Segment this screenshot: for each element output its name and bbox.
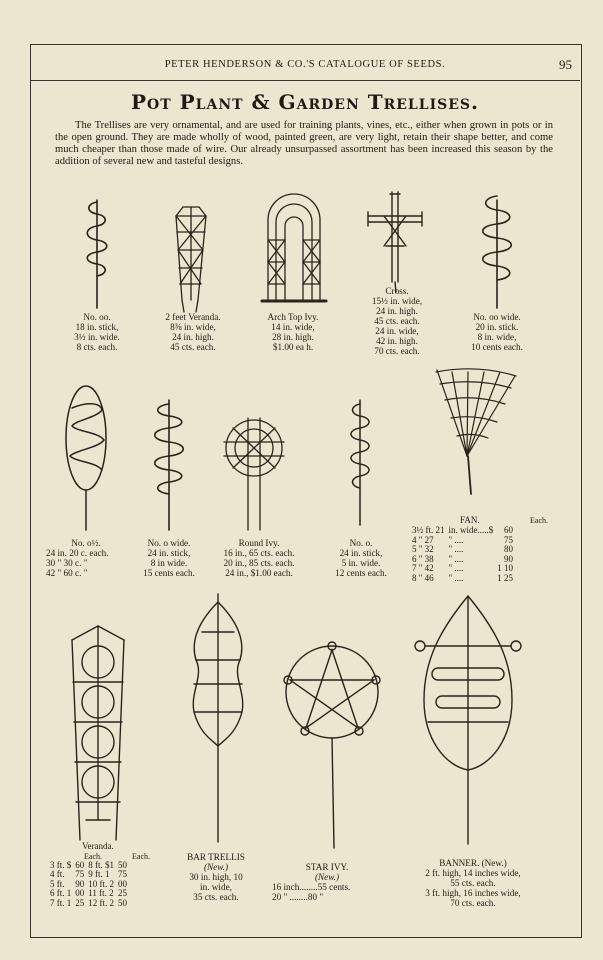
caption-star-ivy: STAR IVY. (New.) 16 inch........55 cents… <box>272 862 351 902</box>
table-row: 7 " 42" ....1 10 <box>412 563 513 574</box>
page-number: 95 <box>559 57 572 72</box>
caption-bar-trellis: BAR TRELLIS (New.) 30 in. high, 10 in. w… <box>187 852 245 902</box>
trellis-star-ivy-illustration <box>283 641 381 849</box>
catalogue-title: PETER HENDERSON & CO.'S CATALOGUE OF SEE… <box>164 59 446 70</box>
intro-paragraph: The Trellises are very ornamental, and a… <box>55 120 553 167</box>
caption-no-0: No. o. 24 in. stick, 5 in. wide. 12 cent… <box>335 538 387 578</box>
table-row: 5 " 32" ....80 <box>412 544 513 555</box>
caption-no-0-half: No. o½. 24 in. 20 c. each. 30 " 30 c. " … <box>46 538 109 578</box>
table-row: 4 " 27" ....75 <box>412 534 513 545</box>
table-row: 6 " 38" ....90 <box>412 553 513 564</box>
trellis-no-0-wide-illustration <box>153 399 185 531</box>
caption-no-oo: No. oo. 18 in. stick, 3½ in. wide. 8 cts… <box>74 312 120 352</box>
caption-veranda-2ft: 2 feet Veranda. 8⅜ in. wide, 24 in. high… <box>165 312 221 352</box>
trellis-no-0-illustration <box>350 399 370 526</box>
trellis-fan-illustration <box>435 368 517 495</box>
trellis-banner-illustration <box>414 595 522 845</box>
table-row: 8 " 46" ....1 25 <box>412 572 513 583</box>
trellis-no-oo-wide-illustration <box>481 195 513 309</box>
trellis-round-ivy-illustration <box>223 417 285 531</box>
section-heading: Pot Plant & Garden Trellises. <box>131 90 479 114</box>
caption-arch-top: Arch Top Ivy. 14 in. wide, 28 in. high. … <box>267 312 319 352</box>
caption-cross: Cross. 15½ in. wide, 24 in. high. 45 cts… <box>371 286 423 356</box>
trellis-veranda-2ft-illustration <box>175 206 207 313</box>
trellis-arch-top-illustration <box>260 193 328 303</box>
running-header: PETER HENDERSON & CO.'S CATALOGUE OF SEE… <box>30 52 580 81</box>
trellis-no-oo-illustration <box>86 199 108 309</box>
caption-banner: BANNER. (New.) 2 ft. high, 14 inches wid… <box>425 858 521 908</box>
caption-no-0-wide: No. o wide. 24 in. stick, 8 in wide. 15 … <box>143 538 195 578</box>
trellis-veranda-illustration <box>71 625 125 841</box>
caption-no-oo-wide: No. oo wide. 20 in. stick. 8 in. wide, 1… <box>471 312 523 352</box>
page-border <box>30 44 582 938</box>
caption-round-ivy: Round Ivy. 16 in., 65 cts. each. 20 in.,… <box>223 538 295 578</box>
trellis-cross-illustration <box>367 191 423 293</box>
trellis-no-0-half-illustration <box>65 385 107 531</box>
trellis-bar-illustration <box>192 593 244 843</box>
